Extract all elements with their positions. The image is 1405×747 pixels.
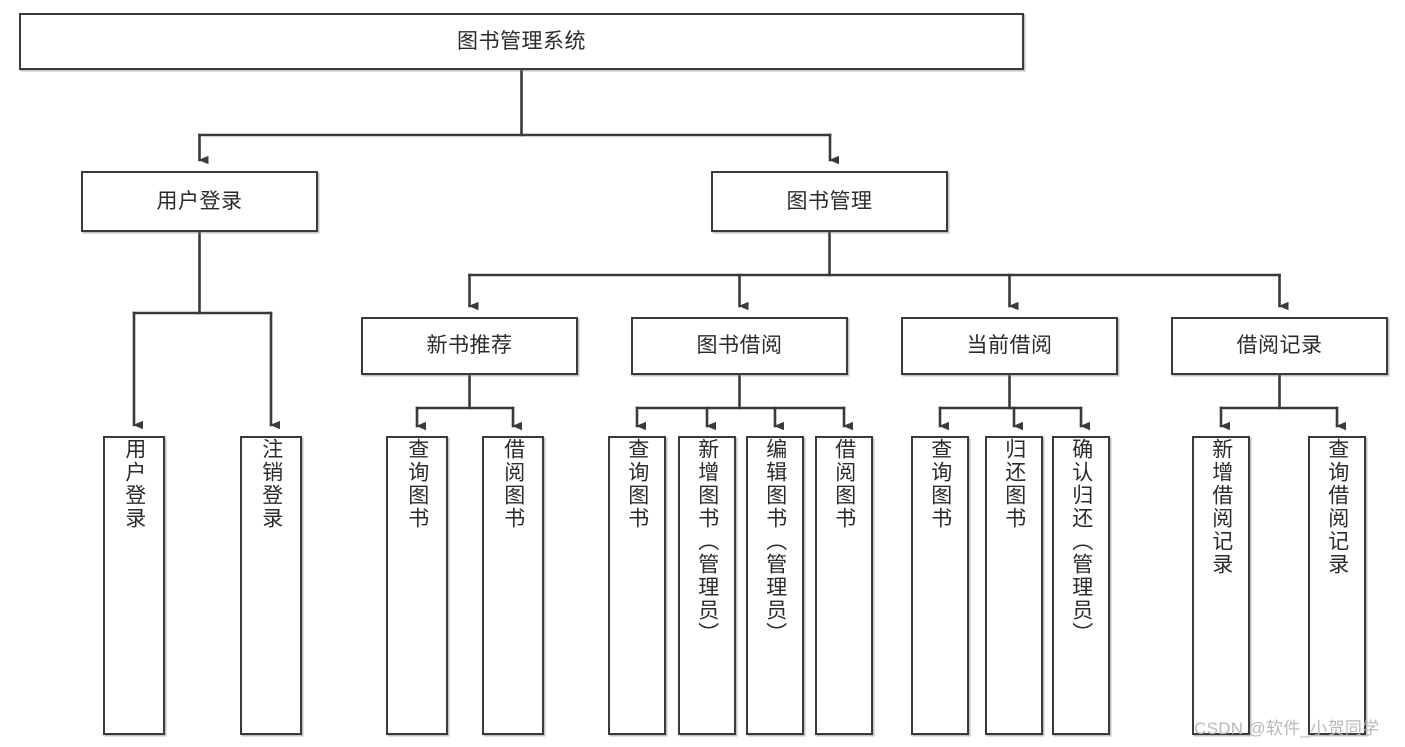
node-leaf-query-book-rec-label: 查询图书 bbox=[405, 438, 429, 530]
node-borrow-record-label: 借阅记录 bbox=[1236, 334, 1323, 358]
node-leaf-query-book-cur[interactable]: 查询图书 bbox=[911, 436, 969, 735]
node-leaf-confirm-return-label: 确认归还（管理员） bbox=[1069, 438, 1093, 645]
node-leaf-return-book[interactable]: 归还图书 bbox=[985, 436, 1043, 735]
node-leaf-query-record-label: 查询借阅记录 bbox=[1325, 438, 1349, 576]
node-root-label: 图书管理系统 bbox=[457, 29, 586, 53]
node-leaf-edit-book-label: 编辑图书（管理员） bbox=[763, 438, 787, 645]
node-leaf-query-record[interactable]: 查询借阅记录 bbox=[1308, 436, 1366, 735]
node-root[interactable]: 图书管理系统 bbox=[19, 13, 1024, 70]
node-leaf-query-book-rec[interactable]: 查询图书 bbox=[386, 436, 448, 735]
node-leaf-edit-book[interactable]: 编辑图书（管理员） bbox=[746, 436, 804, 735]
node-leaf-query-book-borrow[interactable]: 查询图书 bbox=[608, 436, 666, 735]
node-leaf-add-record-label: 新增借阅记录 bbox=[1209, 438, 1233, 576]
node-book-borrow[interactable]: 图书借阅 bbox=[631, 317, 848, 375]
node-leaf-logout[interactable]: 注销登录 bbox=[240, 436, 302, 735]
node-current-borrow[interactable]: 当前借阅 bbox=[901, 317, 1118, 375]
node-current-borrow-label: 当前借阅 bbox=[966, 334, 1053, 358]
node-user-login-label: 用户登录 bbox=[156, 189, 243, 213]
node-book-borrow-label: 图书借阅 bbox=[696, 334, 783, 358]
node-book-manage[interactable]: 图书管理 bbox=[711, 171, 948, 232]
node-leaf-borrow-book-rec-label: 借阅图书 bbox=[501, 438, 525, 530]
node-new-book-rec-label: 新书推荐 bbox=[426, 334, 513, 358]
node-leaf-confirm-return[interactable]: 确认归还（管理员） bbox=[1052, 436, 1110, 735]
node-leaf-logout-label: 注销登录 bbox=[259, 438, 283, 530]
node-leaf-query-book-cur-label: 查询图书 bbox=[928, 438, 952, 530]
node-leaf-borrow-book-label: 借阅图书 bbox=[832, 438, 856, 530]
node-user-login[interactable]: 用户登录 bbox=[81, 171, 318, 232]
node-borrow-record[interactable]: 借阅记录 bbox=[1171, 317, 1388, 375]
node-new-book-rec[interactable]: 新书推荐 bbox=[361, 317, 578, 375]
node-book-manage-label: 图书管理 bbox=[786, 189, 873, 213]
node-leaf-borrow-book-rec[interactable]: 借阅图书 bbox=[482, 436, 544, 735]
csdn-watermark: CSDN @软件_小贺同学 bbox=[1194, 719, 1380, 738]
node-leaf-add-book-label: 新增图书（管理员） bbox=[695, 438, 719, 645]
node-leaf-user-login-label: 用户登录 bbox=[122, 438, 146, 530]
node-leaf-user-login[interactable]: 用户登录 bbox=[103, 436, 165, 735]
node-leaf-query-book-borrow-label: 查询图书 bbox=[625, 438, 649, 530]
node-leaf-add-book[interactable]: 新增图书（管理员） bbox=[678, 436, 736, 735]
node-leaf-borrow-book[interactable]: 借阅图书 bbox=[815, 436, 873, 735]
node-leaf-return-book-label: 归还图书 bbox=[1002, 438, 1026, 530]
node-leaf-add-record[interactable]: 新增借阅记录 bbox=[1192, 436, 1250, 735]
